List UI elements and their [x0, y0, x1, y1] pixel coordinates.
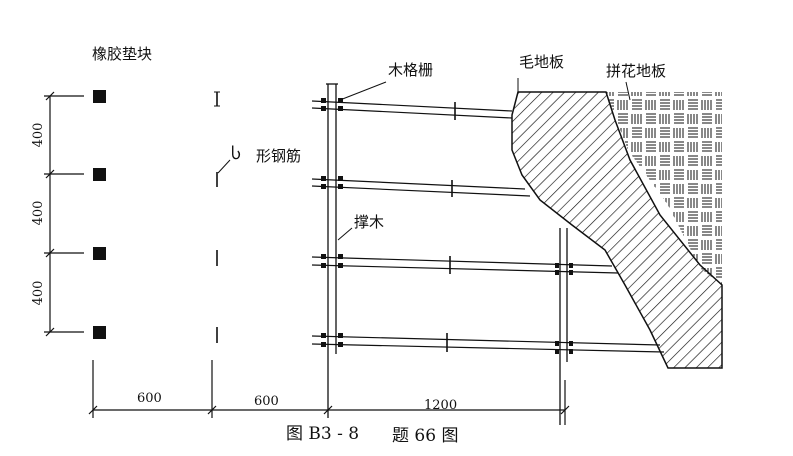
horizontal-dimension-3: 1200: [424, 398, 458, 413]
rubber-pad: [93, 247, 106, 260]
brace-label: 撑木: [354, 213, 385, 231]
steel-bar-leader: [217, 159, 231, 174]
rubber-pad: [93, 90, 106, 103]
horizontal-dimension-2: 600: [254, 394, 279, 409]
vertical-dimension-3: 400: [31, 280, 46, 306]
wood-grid-label: 木格栅: [388, 61, 434, 79]
figure-number: 图 B3 - 8: [286, 424, 360, 444]
rough-floor-label: 毛地板: [519, 53, 565, 71]
wood-grid-leader: [339, 81, 387, 101]
parquet-floor-label: 拼花地板: [606, 62, 667, 80]
rubber-pads: [93, 90, 106, 339]
rubber-pad-label: 橡胶垫块: [92, 45, 153, 63]
vertical-dimension-line: [44, 91, 84, 337]
brace-post: [326, 83, 338, 418]
problem-caption: 题 66 图: [392, 426, 459, 446]
wood-joists: [311, 100, 665, 353]
rubber-pad: [93, 326, 106, 339]
brace-leader: [337, 227, 353, 241]
parquet-floor-area: [606, 92, 722, 285]
steel-bar-symbol: Ⴑ: [231, 144, 241, 163]
joist-marks: [446, 102, 456, 352]
steel-bar-marks: [214, 91, 220, 343]
rubber-pad: [93, 168, 106, 181]
horizontal-dimension-line: [88, 360, 570, 425]
rough-floor-area: [511, 91, 723, 369]
parquet-floor-leader: [625, 81, 631, 101]
steel-bar-label: 形钢筋: [256, 147, 302, 165]
right-post: [559, 228, 568, 425]
connector-blocks: [321, 98, 573, 354]
vertical-dimension-1: 400: [31, 122, 46, 148]
horizontal-dimension-1: 600: [137, 391, 162, 406]
vertical-dimension-2: 400: [31, 200, 46, 226]
